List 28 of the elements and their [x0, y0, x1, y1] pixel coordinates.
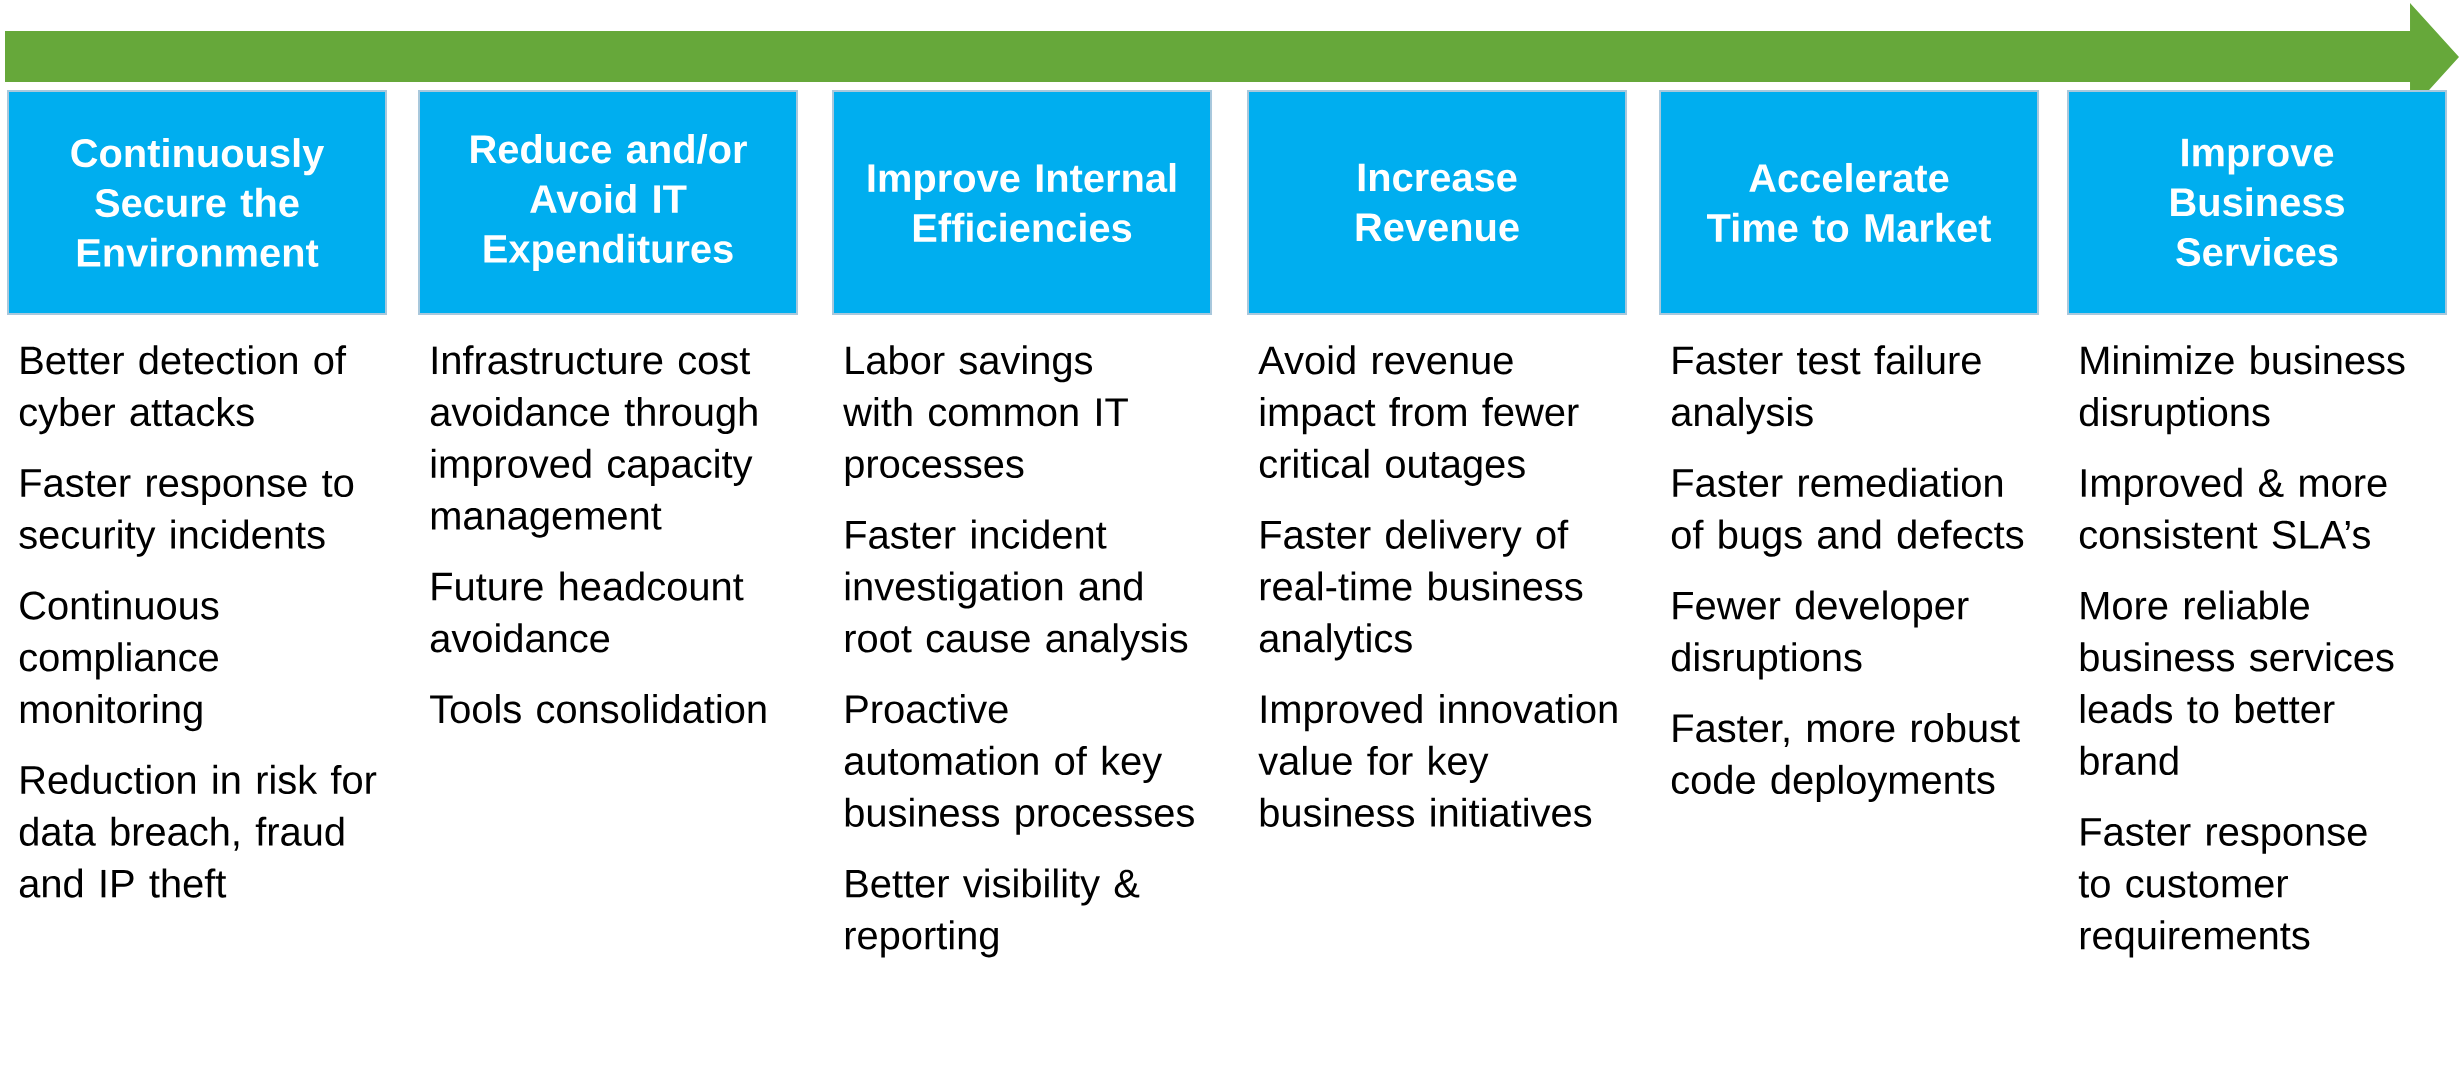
- benefit-text: Faster response to customer requirements: [2078, 818, 2367, 958]
- benefit-text: Continuous compliance monitoring: [19, 590, 219, 732]
- benefit-text: Reduction in risk for data breach, fraud and IP theft: [19, 764, 377, 898]
- benefit-text: Minimize business disruptions: [2079, 345, 2405, 435]
- benefit-text: Fewer developer disruptions: [1671, 590, 1969, 680]
- benefit-text: Labor savings with common IT processes: [843, 345, 1128, 486]
- goal-box: Reduce and/or Avoid IT Expenditures: [418, 90, 798, 315]
- goal-box: Improve Internal Efficiencies: [832, 90, 1212, 315]
- benefit-text: Proactive automation of key business processes: [844, 694, 1194, 835]
- benefit-text: Tools consolidation: [430, 694, 766, 724]
- goal-box: Accelerate Time to Market: [1659, 90, 2040, 315]
- benefit-text: Future headcount avoidance: [430, 571, 744, 653]
- benefit-text: Faster incident investigation and root cause analysis: [845, 519, 1188, 661]
- benefit-text: Improved & more consistent SLA’s: [2079, 467, 2387, 549]
- benefit-text: Faster, more robust code deployments: [1671, 713, 2020, 802]
- benefit-text: Better detection of cyber attacks: [19, 345, 347, 435]
- benefit-text: More reliable business services leads to better brand: [2080, 590, 2394, 776]
- benefit-text: Avoid revenue impact from fewer critical outages: [1258, 345, 1579, 486]
- benefit-text: Faster response to security incidents: [19, 469, 354, 557]
- goal-box: Increase Revenue: [1247, 90, 1627, 315]
- benefit-text: Faster remediation of bugs and defects: [1671, 467, 2024, 557]
- benefit-text: Improved innovation value for key business initiatives: [1258, 694, 1617, 827]
- benefit-text: Faster test failure analysis: [1671, 345, 1981, 435]
- benefit-text: Infrastructure cost avoidance through improved capacity management: [430, 345, 757, 538]
- benefit-text: Faster delivery of real-time business analytics: [1259, 519, 1583, 661]
- benefit-text: Better visibility & reporting: [845, 868, 1140, 958]
- goal-box: Continuously Secure the Environment: [7, 90, 387, 315]
- goal-box: Improve Business Services: [2067, 90, 2448, 315]
